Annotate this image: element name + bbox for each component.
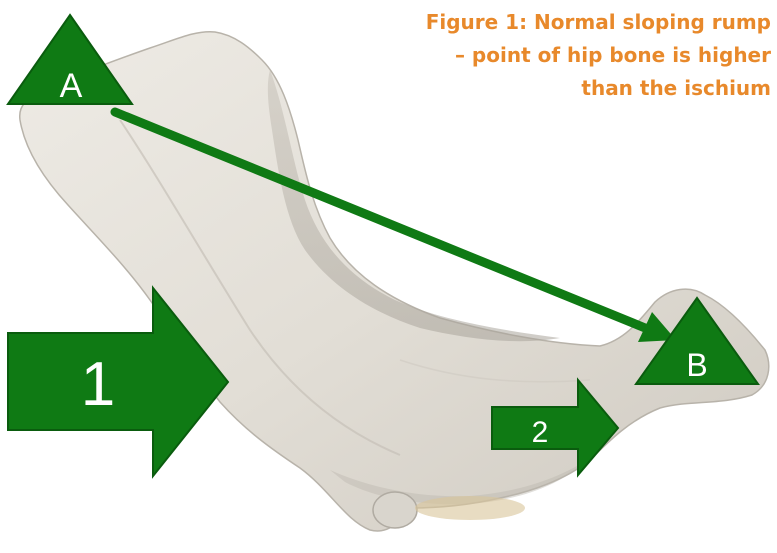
caption-line-3: than the ischium [351,72,771,105]
marker-a-label: A [60,67,83,105]
marker-a: A [8,15,132,105]
arrow-1-label: 1 [81,350,115,419]
bone-cavity [415,496,525,520]
bone-silhouette [20,32,769,531]
marker-b-label: B [686,347,707,383]
bone-knob [373,492,417,528]
caption-line-2: – point of hip bone is higher [351,39,771,72]
caption-line-1: Figure 1: Normal sloping rump [351,6,771,39]
figure-caption: Figure 1: Normal sloping rump – point of… [351,6,771,105]
arrow-2-label: 2 [532,416,549,449]
pelvis-bone [20,32,769,531]
